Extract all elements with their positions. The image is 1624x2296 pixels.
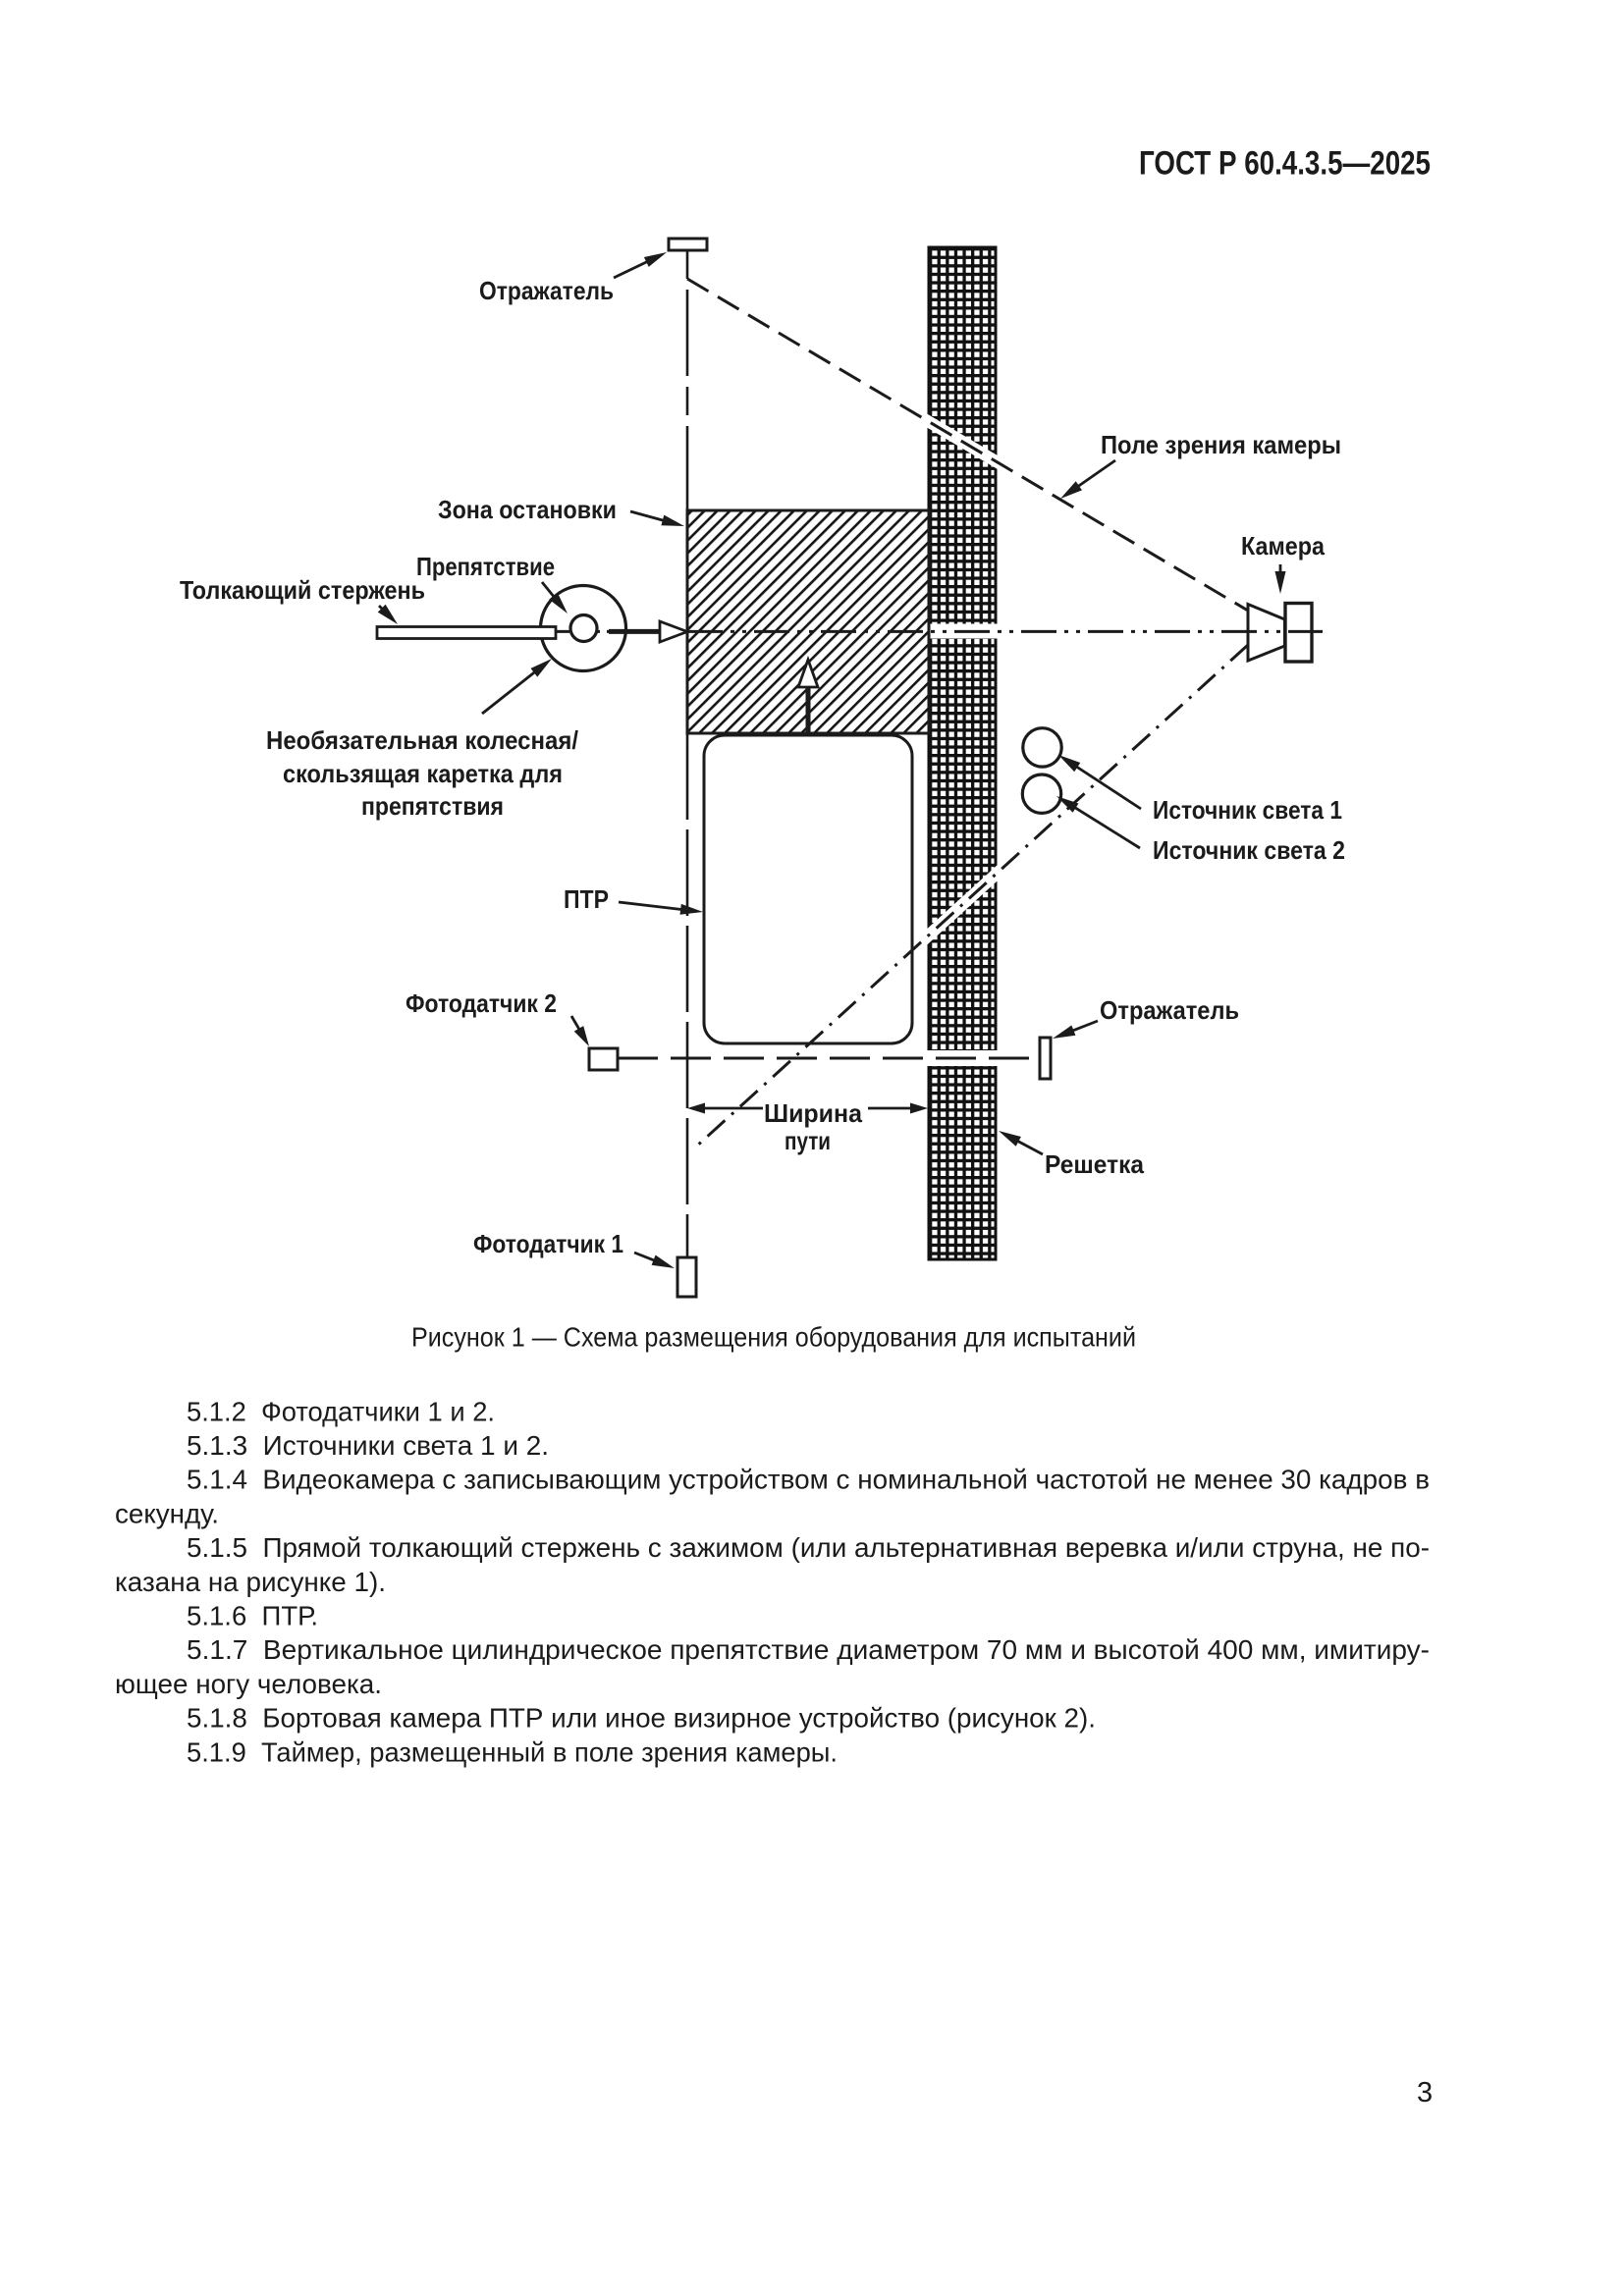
svg-text:5.1.9 Таймер, размещенный в п: 5.1.9 Таймер, размещенный в поле зрения … <box>187 1736 838 1767</box>
svg-text:Фотодатчик 2: Фотодатчик 2 <box>406 988 557 1018</box>
svg-text:Отражатель: Отражатель <box>1100 995 1239 1025</box>
svg-text:Толкающий стержень: Толкающий стержень <box>180 575 425 605</box>
svg-text:5.1.6 ПТР.: 5.1.6 ПТР. <box>187 1601 318 1631</box>
svg-text:Препятствие: Препятствие <box>416 552 555 581</box>
svg-text:Решетка: Решетка <box>1045 1149 1145 1179</box>
svg-text:5.1.5 Прямой толкающий стерже: 5.1.5 Прямой толкающий стержень с зажимо… <box>187 1532 1430 1563</box>
svg-text:ГОСТ Р 60.4.3.5—2025: ГОСТ Р 60.4.3.5—2025 <box>1139 145 1431 183</box>
svg-text:скользящая каретка для: скользящая каретка для <box>283 759 563 788</box>
svg-text:Источник света 2: Источник света 2 <box>1153 835 1345 865</box>
svg-text:Ширина: Ширина <box>764 1098 863 1128</box>
svg-text:секунду.: секунду. <box>115 1498 219 1528</box>
svg-text:пути: пути <box>785 1126 831 1155</box>
svg-text:ПТР: ПТР <box>564 884 609 914</box>
svg-text:препятствия: препятствия <box>361 791 504 821</box>
svg-text:5.1.3 Источники света 1 и 2.: 5.1.3 Источники света 1 и 2. <box>187 1430 549 1461</box>
svg-text:5.1.8 Бортовая камера ПТР или: 5.1.8 Бортовая камера ПТР или иное визир… <box>187 1703 1096 1734</box>
svg-text:Фотодатчик 1: Фотодатчик 1 <box>473 1229 623 1258</box>
svg-text:Необязательная колесная/: Необязательная колесная/ <box>266 725 578 755</box>
svg-text:Источник света 1: Источник света 1 <box>1153 795 1342 825</box>
svg-text:Камера: Камера <box>1241 531 1325 561</box>
svg-text:Зона остановки: Зона остановки <box>438 495 617 524</box>
svg-text:5.1.4 Видеокамера с записываю: 5.1.4 Видеокамера с записывающим устройс… <box>187 1465 1430 1495</box>
svg-text:казана на рисунке 1).: казана на рисунке 1). <box>115 1567 386 1597</box>
svg-text:ющее ногу человека.: ющее ногу человека. <box>115 1669 382 1699</box>
svg-text:3: 3 <box>1417 2077 1433 2109</box>
svg-text:Поле зрения камеры: Поле зрения камеры <box>1101 430 1341 459</box>
svg-text:Отражатель: Отражатель <box>479 276 614 305</box>
svg-text:5.1.2 Фотодатчики 1 и 2.: 5.1.2 Фотодатчики 1 и 2. <box>187 1396 495 1426</box>
svg-text:Рисунок 1 — Схема размещения о: Рисунок 1 — Схема размещения оборудовани… <box>411 1322 1136 1353</box>
svg-text:5.1.7 Вертикальное цилиндриче: 5.1.7 Вертикальное цилиндрическое препят… <box>187 1634 1430 1665</box>
